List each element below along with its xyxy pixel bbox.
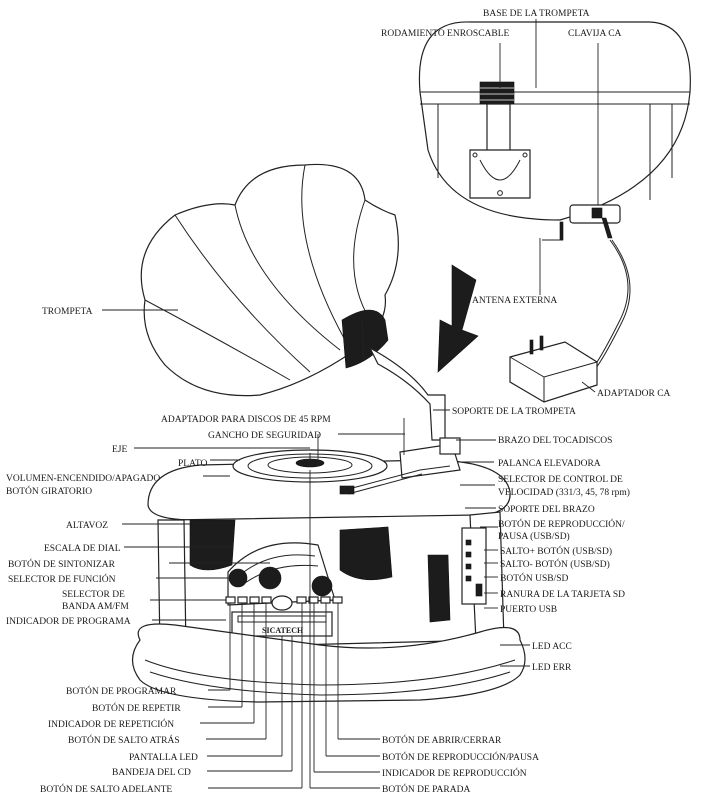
label-palanca: PALANCA ELEVADORA	[498, 459, 601, 469]
label-base-trompeta: BASE DE LA TROMPETA	[483, 9, 590, 19]
label-sintonizar: BOTÓN DE SINTONIZAR	[8, 558, 116, 570]
label-selector-banda-2: BANDA AM/FM	[62, 602, 129, 612]
label-led-err: LED ERR	[532, 663, 572, 673]
label-adaptador-45: ADAPTADOR PARA DISCOS DE 45 RPM	[161, 415, 331, 425]
label-reproduccion-pausa: BOTÓN DE REPRODUCCIÓN/PAUSA	[382, 751, 539, 763]
label-puerto-usb: PUERTO USB	[500, 605, 557, 615]
label-boton-repetir: BOTÓN DE REPETIR	[92, 702, 181, 714]
cabinet: SICATECH	[131, 437, 526, 703]
label-boton-giratorio: BOTÓN GIRATORIO	[6, 485, 92, 497]
label-indicador-reproduccion: INDICADOR DE REPRODUCCIÓN	[382, 767, 527, 779]
trumpet	[140, 163, 446, 441]
label-escala: ESCALA DE DIAL	[44, 544, 121, 554]
label-brazo-tocadiscos: BRAZO DEL TOCADISCOS	[498, 436, 612, 446]
label-clavija: CLAVIJA CA	[568, 29, 622, 39]
label-soporte-trompeta: SOPORTE DE LA TROMPETA	[452, 407, 576, 417]
label-antena: ANTENA EXTERNA	[472, 296, 557, 306]
labels: BASE DE LA TROMPETA RODAMIENTO ENROSCABL…	[6, 9, 671, 795]
label-altavoz: ALTAVOZ	[66, 521, 108, 531]
label-salto-adelante: BOTÓN DE SALTO ADELANTE	[40, 783, 172, 795]
label-ranura-sd: RANURA DE LA TARJETA SD	[500, 590, 625, 600]
label-reproduccion-usb-1: BOTÓN DE REPRODUCCIÓN/	[498, 518, 625, 530]
label-trompeta: TROMPETA	[42, 307, 93, 317]
brand-label: SICATECH	[262, 626, 304, 635]
label-eje: EJE	[112, 445, 128, 455]
label-salto-atras: BOTÓN DE SALTO ATRÁS	[68, 734, 180, 746]
assembly-arrow	[437, 264, 479, 373]
label-selector-velocidad-2: VELOCIDAD (331/3, 45, 78 rpm)	[498, 487, 630, 498]
label-indicador-repeticion: INDICADOR DE REPETICIÓN	[48, 718, 174, 730]
label-reproduccion-usb-2: PAUSA (USB/SD)	[498, 531, 570, 542]
label-bandeja-cd: BANDEJA DEL CD	[112, 768, 191, 778]
label-indicador-programa: INDICADOR DE PROGRAMA	[6, 617, 131, 627]
label-rodamiento: RODAMIENTO ENROSCABLE	[381, 29, 510, 39]
label-salto-menos: SALTO- BOTÓN (USB/SD)	[500, 558, 610, 570]
label-soporte-brazo: SOPORTE DEL BRAZO	[498, 505, 595, 515]
label-boton-parada: BOTÓN DE PARADA	[382, 783, 470, 795]
label-boton-programar: BOTÓN DE PROGRAMAR	[66, 685, 177, 697]
label-led-acc: LED ACC	[532, 642, 572, 652]
ac-adapter	[509, 335, 598, 403]
front-button-row	[225, 595, 343, 611]
label-adaptador-ca: ADAPTADOR CA	[597, 389, 671, 399]
label-pantalla-led: PANTALLA LED	[129, 753, 198, 763]
leader-lines	[102, 19, 599, 789]
label-volumen: VOLUMEN-ENCENDIDO/APAGADO	[6, 474, 160, 484]
label-selector-velocidad-1: SELECTOR DE CONTROL DE	[498, 475, 623, 485]
detail-inset	[418, 21, 691, 241]
label-abrir-cerrar: BOTÓN DE ABRIR/CERRAR	[382, 734, 502, 746]
label-boton-usb-sd: BOTÓN USB/SD	[500, 572, 568, 584]
label-selector-banda-1: SELECTOR DE	[62, 590, 125, 600]
label-salto-mas: SALTO+ BOTÓN (USB/SD)	[500, 545, 612, 557]
label-gancho: GANCHO DE SEGURIDAD	[208, 431, 321, 441]
label-plato: PLATO	[178, 459, 208, 469]
label-selector-funcion: SELECTOR DE FUNCIÓN	[8, 573, 116, 585]
